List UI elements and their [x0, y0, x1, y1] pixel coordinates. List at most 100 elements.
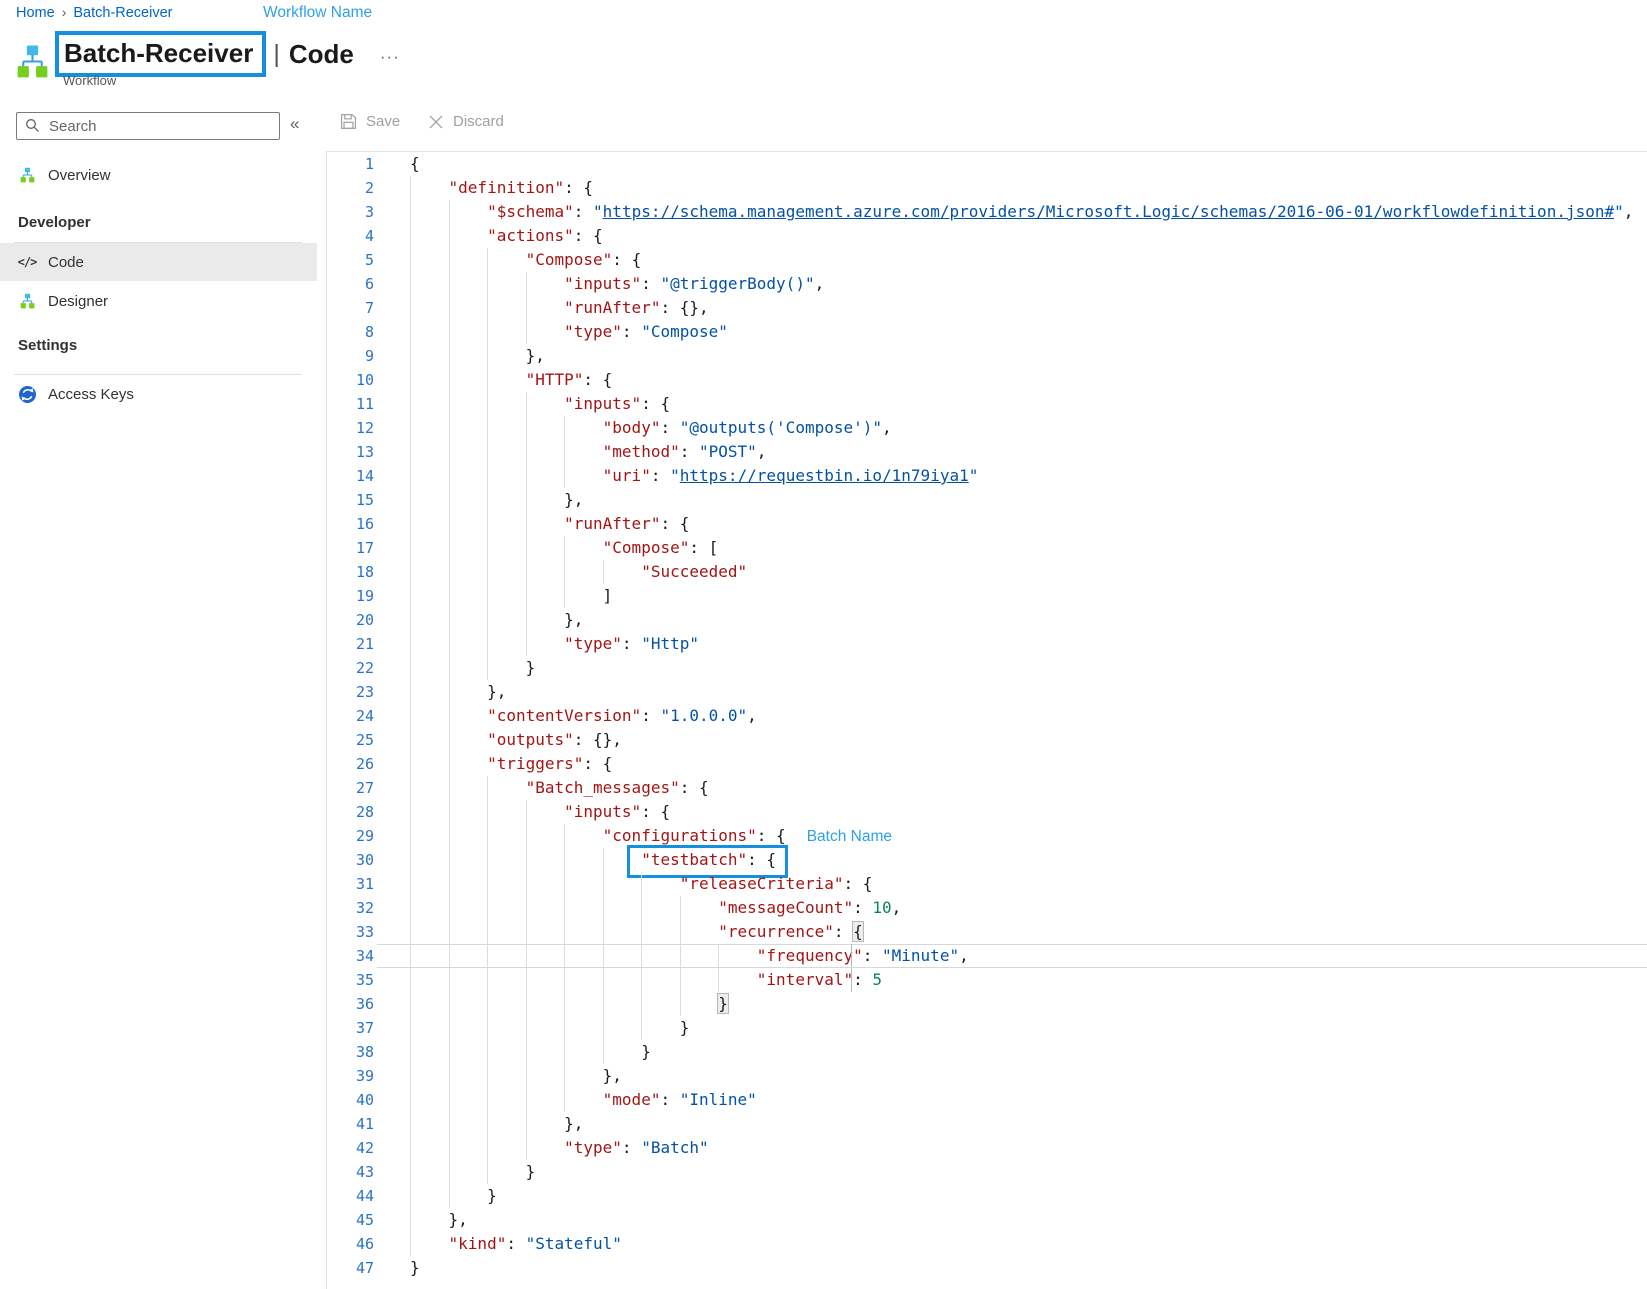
- save-button[interactable]: Save: [340, 113, 400, 130]
- code-line[interactable]: 9},: [327, 344, 1647, 368]
- line-number: 20: [355, 611, 374, 629]
- line-number: 6: [364, 275, 374, 293]
- code-line[interactable]: 6"inputs": "@triggerBody()",: [327, 272, 1647, 296]
- search-input[interactable]: [16, 112, 280, 140]
- code-line[interactable]: 29"configurations": {Batch Name: [327, 824, 1647, 848]
- code-line[interactable]: 15},: [327, 488, 1647, 512]
- page-title: Batch-Receiver: [64, 38, 254, 68]
- discard-button[interactable]: Discard: [428, 113, 504, 130]
- line-number: 38: [355, 1043, 374, 1061]
- code-line[interactable]: 12"body": "@outputs('Compose')",: [327, 416, 1647, 440]
- code-line[interactable]: 24"contentVersion": "1.0.0.0",: [327, 704, 1647, 728]
- breadcrumb-current[interactable]: Batch-Receiver: [73, 5, 173, 21]
- testbatch-highlight-box: "testbatch": {: [627, 845, 789, 878]
- code-icon: </>: [17, 255, 38, 269]
- code-line[interactable]: 30 "testbatch": {: [327, 845, 1647, 878]
- sidebar-item-code[interactable]: </> Code: [0, 243, 317, 281]
- sidebar-item-access-keys[interactable]: Access Keys: [0, 375, 317, 413]
- line-number: 28: [355, 803, 374, 821]
- code-line[interactable]: 22}: [327, 656, 1647, 680]
- discard-icon: [428, 114, 444, 130]
- code-line[interactable]: 2"definition": {: [327, 176, 1647, 200]
- code-line[interactable]: 5"Compose": {: [327, 248, 1647, 272]
- page-header: Batch-Receiver | Code ···: [55, 31, 400, 77]
- sidebar-item-label: Code: [48, 253, 84, 271]
- resource-type-label: Workflow: [63, 73, 117, 88]
- code-line[interactable]: 37}: [327, 1016, 1647, 1040]
- line-number: 35: [355, 971, 374, 989]
- code-line[interactable]: 27"Batch_messages": {: [327, 776, 1647, 800]
- code-line[interactable]: 10"HTTP": {: [327, 368, 1647, 392]
- code-line[interactable]: 44}: [327, 1184, 1647, 1208]
- code-line[interactable]: 36}: [327, 992, 1647, 1016]
- code-line[interactable]: 25"outputs": {},: [327, 728, 1647, 752]
- code-line[interactable]: 34"frequency": "Minute",: [327, 944, 1647, 968]
- code-line[interactable]: 23},: [327, 680, 1647, 704]
- line-number: 4: [364, 227, 374, 245]
- line-number: 30: [355, 851, 374, 869]
- code-line[interactable]: 21"type": "Http": [327, 632, 1647, 656]
- workflow-icon: [14, 44, 51, 86]
- code-line[interactable]: 16"runAfter": {: [327, 512, 1647, 536]
- code-line[interactable]: 19]: [327, 584, 1647, 608]
- code-line[interactable]: 32"messageCount": 10,: [327, 896, 1647, 920]
- code-line[interactable]: 47}: [327, 1256, 1647, 1280]
- code-line[interactable]: 3"$schema": "https://schema.management.a…: [327, 200, 1647, 224]
- line-number: 19: [355, 587, 374, 605]
- line-number: 46: [355, 1235, 374, 1253]
- code-line[interactable]: 20},: [327, 608, 1647, 632]
- line-number: 10: [355, 371, 374, 389]
- code-line[interactable]: 42"type": "Batch": [327, 1136, 1647, 1160]
- line-number: 42: [355, 1139, 374, 1157]
- line-number: 3: [364, 203, 374, 221]
- line-number: 17: [355, 539, 374, 557]
- code-line[interactable]: 7"runAfter": {},: [327, 296, 1647, 320]
- line-number: 43: [355, 1163, 374, 1181]
- code-line[interactable]: 41},: [327, 1112, 1647, 1136]
- line-number: 21: [355, 635, 374, 653]
- breadcrumb: Home›Batch-Receiver: [16, 4, 172, 21]
- line-number: 32: [355, 899, 374, 917]
- collapse-sidebar-icon[interactable]: «: [290, 114, 300, 133]
- code-line[interactable]: 18"Succeeded": [327, 560, 1647, 584]
- active-bracket-guide: [851, 968, 852, 992]
- line-number: 16: [355, 515, 374, 533]
- code-line[interactable]: 1{: [327, 152, 1647, 176]
- code-line[interactable]: 33"recurrence": {: [327, 920, 1647, 944]
- code-line[interactable]: 39},: [327, 1064, 1647, 1088]
- code-line[interactable]: 43}: [327, 1160, 1647, 1184]
- sidebar-section-settings: Settings: [18, 337, 78, 354]
- code-line[interactable]: 40"mode": "Inline": [327, 1088, 1647, 1112]
- code-line[interactable]: 11"inputs": {: [327, 392, 1647, 416]
- code-editor[interactable]: 1{2"definition": {3"$schema": "https://s…: [326, 151, 1647, 1289]
- line-number: 15: [355, 491, 374, 509]
- code-line[interactable]: 4"actions": {: [327, 224, 1647, 248]
- batch-name-annotation: Batch Name: [806, 828, 892, 845]
- code-line[interactable]: 45},: [327, 1208, 1647, 1232]
- sidebar-item-overview[interactable]: Overview: [0, 156, 317, 194]
- sidebar-item-designer[interactable]: Designer: [0, 282, 317, 320]
- line-number: 13: [355, 443, 374, 461]
- overview-icon: [18, 167, 36, 184]
- code-line[interactable]: 8"type": "Compose": [327, 320, 1647, 344]
- code-line[interactable]: 13"method": "POST",: [327, 440, 1647, 464]
- breadcrumb-home[interactable]: Home: [16, 5, 55, 21]
- code-line[interactable]: 26"triggers": {: [327, 752, 1647, 776]
- line-number: 45: [355, 1211, 374, 1229]
- line-number: 41: [355, 1115, 374, 1133]
- line-number: 8: [364, 323, 374, 341]
- divider: [14, 374, 302, 375]
- code-line[interactable]: 46"kind": "Stateful": [327, 1232, 1647, 1256]
- code-line[interactable]: 14"uri": "https://requestbin.io/1n79iya1…: [327, 464, 1647, 488]
- line-number: 7: [364, 299, 374, 317]
- more-options-icon[interactable]: ···: [379, 47, 400, 66]
- code-line[interactable]: 17"Compose": [: [327, 536, 1647, 560]
- line-number: 24: [355, 707, 374, 725]
- save-label: Save: [366, 113, 401, 130]
- code-line[interactable]: 28"inputs": {: [327, 800, 1647, 824]
- line-number: 18: [355, 563, 374, 581]
- code-line[interactable]: 38}: [327, 1040, 1647, 1064]
- code-line[interactable]: 31"releaseCriteria": {: [327, 872, 1647, 896]
- line-number: 9: [364, 347, 374, 365]
- code-line[interactable]: 35"interval": 5: [327, 968, 1647, 992]
